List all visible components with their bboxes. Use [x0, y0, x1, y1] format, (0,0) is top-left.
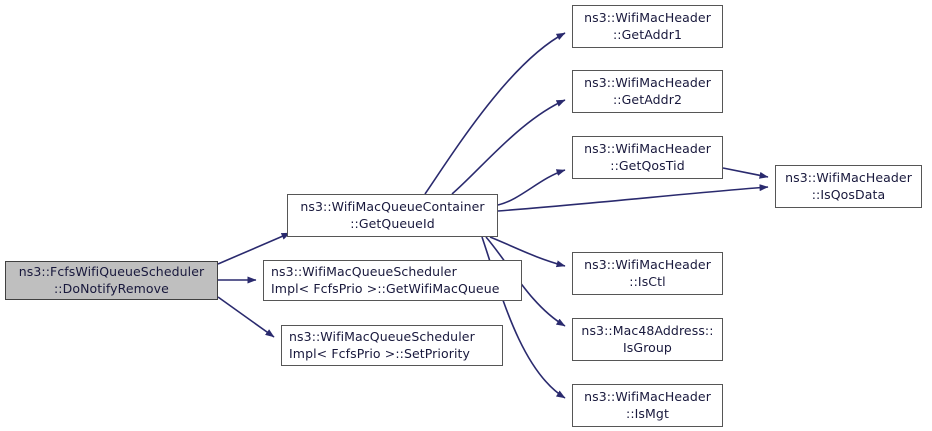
- graph-node-label-line2: IsGroup: [623, 339, 672, 355]
- graph-node-label-line1: ns3::WifiMacHeader: [584, 141, 711, 156]
- graph-node-label-line2: ::GetQosTid: [610, 157, 685, 173]
- graph-node-get-queue-id[interactable]: ns3::WifiMacQueueContainer::GetQueueId: [287, 194, 498, 237]
- graph-node-label-line2: Impl< FcfsPrio >::SetPriority: [289, 345, 471, 361]
- graph-node-do-notify-remove[interactable]: ns3::FcfsWifiQueueScheduler::DoNotifyRem…: [5, 261, 218, 300]
- graph-node-label-line2: ::IsQosData: [811, 186, 886, 202]
- graph-node-label-line1: ns3::WifiMacHeader: [584, 257, 711, 272]
- graph-node-label-line1: ns3::WifiMacQueueScheduler: [271, 264, 457, 279]
- graph-node-get-addr1[interactable]: ns3::WifiMacHeader::GetAddr1: [572, 5, 723, 48]
- graph-node-label-line2: ::GetQueueId: [350, 215, 435, 231]
- graph-edge-do-notify-remove-to-set-priority: [217, 296, 275, 338]
- graph-node-is-mgt[interactable]: ns3::WifiMacHeader::IsMgt: [572, 384, 723, 427]
- graph-edge-get-queue-id-to-get-qos-tid: [497, 169, 566, 206]
- graph-edge-get-queue-id-to-is-qos-data: [497, 184, 769, 212]
- graph-node-label-line2: ::IsCtl: [629, 273, 666, 289]
- graph-node-label-line1: ns3::WifiMacHeader: [584, 10, 711, 25]
- graph-node-get-addr2[interactable]: ns3::WifiMacHeader::GetAddr2: [572, 70, 723, 113]
- graph-edge-get-queue-id-to-get-addr1: [424, 32, 566, 195]
- graph-node-label-line1: ns3::WifiMacQueueScheduler: [289, 329, 475, 344]
- graph-node-label-line1: ns3::FcfsWifiQueueScheduler: [18, 264, 205, 279]
- graph-node-is-qos-data[interactable]: ns3::WifiMacHeader::IsQosData: [775, 165, 922, 208]
- graph-node-label-line2: ::IsMgt: [626, 405, 669, 421]
- graph-edge-get-qos-tid-to-is-qos-data: [722, 167, 769, 179]
- graph-node-label-line1: ns3::Mac48Address::: [581, 323, 714, 338]
- graph-node-is-group[interactable]: ns3::Mac48Address::IsGroup: [572, 318, 723, 361]
- graph-node-label-line2: ::GetAddr2: [613, 91, 682, 107]
- graph-node-label-line2: ::GetAddr1: [613, 26, 682, 42]
- graph-node-get-qos-tid[interactable]: ns3::WifiMacHeader::GetQosTid: [572, 136, 723, 179]
- graph-node-is-ctl[interactable]: ns3::WifiMacHeader::IsCtl: [572, 252, 723, 295]
- graph-node-label-line1: ns3::WifiMacHeader: [584, 389, 711, 404]
- graph-node-label-line1: ns3::WifiMacQueueContainer: [300, 199, 485, 214]
- graph-node-label-line1: ns3::WifiMacHeader: [785, 170, 912, 185]
- graph-node-label-line2: ::DoNotifyRemove: [54, 280, 169, 296]
- graph-edge-get-queue-id-to-get-addr2: [451, 99, 566, 195]
- graph-node-label-line1: ns3::WifiMacHeader: [584, 75, 711, 90]
- graph-node-label-line2: Impl< FcfsPrio >::GetWifiMacQueue: [271, 280, 500, 296]
